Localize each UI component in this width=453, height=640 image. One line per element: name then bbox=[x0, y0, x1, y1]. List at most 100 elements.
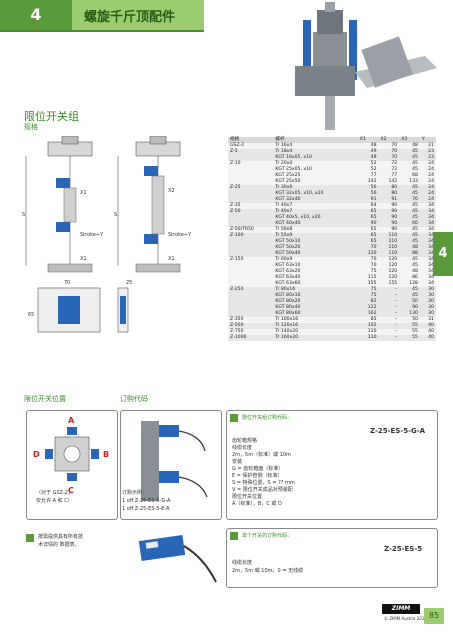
table-cell: 45 bbox=[399, 155, 420, 161]
table-cell bbox=[228, 245, 274, 251]
table-cell: 80 bbox=[378, 191, 400, 197]
single-switch-line-2: 2m，5m 或 10m，0 = 无线缆 bbox=[232, 568, 304, 574]
table-cell: 45 bbox=[399, 227, 420, 233]
table-cell: – bbox=[378, 299, 400, 305]
single-switch-heading: 单个开关的订购代码： bbox=[242, 533, 293, 539]
table-header: X1 bbox=[357, 137, 379, 143]
order-code-line: 齿轮箱规格 bbox=[232, 438, 258, 444]
table-cell: 34 bbox=[419, 209, 436, 215]
table-cell: 34 bbox=[419, 269, 436, 275]
table-cell: 55 bbox=[399, 323, 420, 329]
table-cell: Tr 100x16 bbox=[273, 317, 358, 323]
table-cell: 91 bbox=[357, 197, 379, 203]
table-cell: 52 bbox=[357, 167, 379, 173]
table-cell bbox=[228, 269, 274, 275]
table-cell: 34 bbox=[419, 263, 436, 269]
table-cell: Tr 80x16 bbox=[273, 287, 358, 293]
table-cell: 110 bbox=[357, 251, 379, 257]
table-cell: 55 bbox=[399, 335, 420, 341]
table-cell: 50 bbox=[399, 299, 420, 305]
table-cell: KGT 80x10 bbox=[273, 293, 358, 299]
table-cell: 40 bbox=[419, 329, 436, 335]
table-cell: 142 bbox=[357, 179, 379, 185]
table-cell: 65 bbox=[357, 233, 379, 239]
dim-65: 65 bbox=[28, 312, 34, 318]
table-cell: KGT 16x05, x10 bbox=[273, 155, 358, 161]
table-cell bbox=[228, 179, 274, 185]
table-cell: 120 bbox=[378, 257, 400, 263]
table-cell: KGT 80x20 bbox=[273, 299, 358, 305]
table-cell: 40 bbox=[419, 335, 436, 341]
table-cell: 48 bbox=[399, 143, 420, 149]
order-code-line: S = 特殊位置，S = ?? mm bbox=[232, 480, 295, 486]
table-cell: 80 bbox=[378, 185, 400, 191]
table-cell bbox=[228, 251, 274, 257]
table-cell: 75 bbox=[357, 287, 379, 293]
table-cell bbox=[228, 305, 274, 311]
table-cell: Z-150 bbox=[228, 257, 274, 263]
datasheet-note-2: 术详情的 数据表。 bbox=[38, 542, 80, 548]
positions-diagram: A B C D bbox=[33, 416, 109, 495]
table-cell: Z-750 bbox=[228, 329, 274, 335]
table-cell: Tr 20x4 bbox=[273, 161, 358, 167]
table-cell: Z-350 bbox=[228, 317, 274, 323]
table-cell bbox=[228, 311, 274, 317]
table-cell: 50 bbox=[399, 317, 420, 323]
table-cell: Z-100 bbox=[228, 233, 274, 239]
table-cell: 24 bbox=[419, 191, 436, 197]
section-title: 限位开关组 bbox=[24, 110, 79, 123]
header-bar bbox=[72, 0, 204, 30]
table-cell: 45 bbox=[399, 263, 420, 269]
table-cell: 120 bbox=[378, 275, 400, 281]
table-cell: Z-50/TR50 bbox=[228, 227, 274, 233]
table-cell: Tr 60x9 bbox=[273, 257, 358, 263]
table-cell: 110 bbox=[378, 245, 400, 251]
table-cell: KGT 63x60 bbox=[273, 281, 358, 287]
dim-x2-right: X2 bbox=[168, 188, 175, 194]
table-cell: 68 bbox=[399, 173, 420, 179]
table-header-row: 规格 螺杆 X1 X2 X3 Y bbox=[228, 137, 436, 143]
table-cell: 110 bbox=[357, 335, 379, 341]
dim-stroke-left: Stroke+Y bbox=[80, 232, 104, 238]
table-cell: 88 bbox=[399, 251, 420, 257]
table-cell: Tr 50x8 bbox=[273, 227, 358, 233]
dim-x1-left: X1 bbox=[80, 190, 87, 196]
table-header: Y bbox=[419, 137, 436, 143]
table-cell: 45 bbox=[399, 233, 420, 239]
position-a: A bbox=[68, 416, 75, 425]
table-cell: KGT 63x20 bbox=[273, 269, 358, 275]
table-cell: 90 bbox=[378, 215, 400, 221]
table-cell: 45 bbox=[399, 185, 420, 191]
table-cell: 90 bbox=[378, 209, 400, 215]
table-cell: 45 bbox=[399, 215, 420, 221]
table-cell bbox=[228, 275, 274, 281]
table-cell: 70 bbox=[378, 143, 400, 149]
table-cell: Tr 160x20 bbox=[273, 335, 358, 341]
table-cell: Tr 40x7 bbox=[273, 203, 358, 209]
table-cell: Tr 16x4 bbox=[273, 143, 358, 149]
copyright: © ZIMM Austria 2015 bbox=[384, 616, 427, 621]
table-cell: 75 bbox=[357, 293, 379, 299]
table-header: 规格 bbox=[228, 137, 274, 143]
table-cell: 24 bbox=[419, 179, 436, 185]
dim-25: 25 bbox=[126, 280, 132, 286]
table-cell: 110 bbox=[357, 329, 379, 335]
table-cell: KGT 50x10 bbox=[273, 239, 358, 245]
table-cell: 64 bbox=[357, 203, 379, 209]
datasheet-note-icon bbox=[26, 534, 34, 542]
table-cell: 110 bbox=[378, 251, 400, 257]
order-example-1: 1 off Z-25-ES-5-G-A bbox=[122, 498, 171, 504]
table-cell bbox=[228, 197, 274, 203]
table-header: X2 bbox=[378, 137, 400, 143]
table-cell: – bbox=[378, 305, 400, 311]
single-switch-code: Z-25-ES-5 bbox=[384, 545, 423, 553]
table-cell: 90 bbox=[399, 305, 420, 311]
table-cell: 40 bbox=[419, 323, 436, 329]
table-cell bbox=[228, 221, 274, 227]
